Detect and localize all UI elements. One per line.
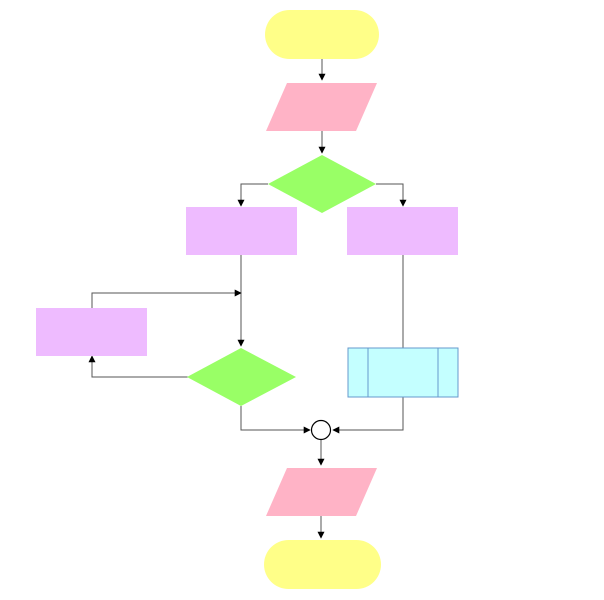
edge-decision-to-left-process (237, 183, 268, 207)
start-terminal (265, 10, 379, 59)
decision-loop-diamond (187, 348, 296, 406)
output-parallelogram (266, 468, 377, 516)
loop-process-box (36, 308, 147, 356)
edge-loop-process-back (91, 289, 242, 308)
edge-decision-to-right-process (376, 183, 407, 207)
decision-top-diamond (268, 155, 376, 213)
edge-loop-decision-to-merge (240, 406, 311, 434)
subroutine-box (347, 347, 459, 398)
process-left-box (186, 207, 297, 255)
process-right-box (347, 207, 458, 255)
edge-subroutine-to-merge (332, 397, 404, 434)
connectors (88, 59, 407, 539)
merge-connector (310, 419, 332, 441)
edge-loop-decision-to-loop-process (88, 355, 188, 378)
input-parallelogram (266, 83, 377, 131)
end-terminal (264, 540, 381, 589)
